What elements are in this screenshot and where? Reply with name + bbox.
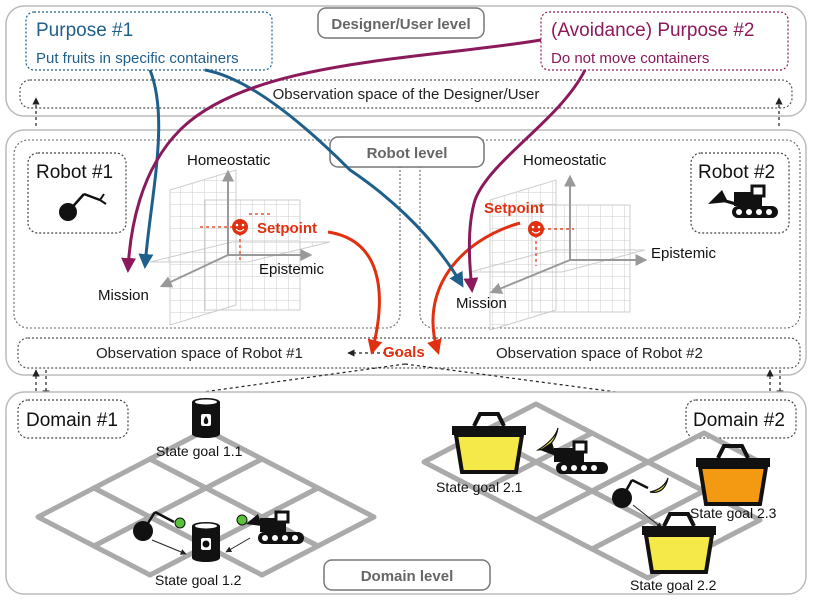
robot-2-setpoint-label: Setpoint [484, 200, 544, 217]
robot-arm-icon [59, 192, 107, 221]
robot-1-mission-label: Mission [98, 287, 149, 304]
state-goal-1-2-label: State goal 1.2 [155, 572, 242, 588]
designer-robot-links [32, 97, 783, 126]
robot-arm-icon [133, 510, 186, 541]
barrel-icon [192, 522, 220, 562]
purpose-2-box [540, 11, 789, 71]
robot-2-label: Robot #2 [698, 162, 775, 183]
designer-observation-box [19, 79, 793, 109]
designer-level-label: Designer/User level [331, 16, 470, 33]
domain-2-box [685, 399, 797, 439]
robot-domain-links [32, 369, 784, 398]
robot-1-box [27, 152, 127, 234]
state-goal-1-1-label: State goal 1.1 [156, 443, 243, 459]
robot-1-goal-space [149, 169, 331, 326]
robot-2-epistemic-label: Epistemic [651, 245, 717, 262]
domain-1-grid [35, 427, 377, 578]
bulldozer-icon [708, 184, 778, 218]
state-2-arrow [632, 504, 663, 529]
state-goal-2-3-label: State goal 2.3 [690, 505, 777, 521]
robot-2-homeostatic-label: Homeostatic [523, 152, 607, 169]
purpose-1-box [25, 11, 273, 71]
robot-arm-icon [612, 477, 669, 508]
purpose-1-to-robot-2-arrow [204, 68, 464, 288]
robot-2-observation-label: Observation space of Robot #2 [496, 345, 703, 362]
setpoint-1-icon [232, 219, 248, 235]
domain-2-label: Domain #2 [693, 410, 785, 431]
barrel-icon [192, 398, 220, 438]
robot-1-homeostatic-label: Homeostatic [187, 152, 271, 169]
basket-icon [452, 412, 526, 474]
designer-level-tag [317, 7, 485, 39]
domain-1-box [17, 399, 129, 439]
basket-icon [696, 444, 770, 506]
state-goal-2-1-label: State goal 2.1 [436, 479, 523, 495]
state-1-2-arrows [151, 537, 251, 555]
robot-1-epistemic-label: Epistemic [259, 261, 325, 278]
robot-1-observation-label: Observation space of Robot #1 [96, 345, 303, 362]
robot-1-setpoint-label: Setpoint [257, 220, 317, 237]
purpose-2-to-robot-2-arrow [463, 69, 587, 293]
goals-label: Goals [383, 344, 425, 361]
designer-observation-label: Observation space of the Designer/User [273, 86, 540, 103]
state-goal-2-2-label: State goal 2.2 [630, 577, 717, 593]
domain-level-tag [323, 559, 491, 591]
domain-level-label: Domain level [361, 568, 454, 585]
robot-2-mission-label: Mission [456, 295, 507, 312]
robot-2-goal-space [469, 174, 648, 331]
bulldozer-icon [236, 510, 304, 544]
setpoint-2-to-goals-arrow [427, 221, 521, 355]
setpoint-2-icon [528, 221, 544, 237]
purpose-2-text: Do not move containers [551, 50, 709, 67]
purpose-1-text: Put fruits in specific containers [36, 50, 239, 67]
robot-level-label: Robot level [367, 145, 448, 162]
purpose-2-to-robot-1-arrow [121, 38, 542, 273]
robot-observation-box [17, 337, 801, 369]
setpoint-1-to-goals-arrow [327, 230, 383, 355]
domain-1-label: Domain #1 [26, 410, 118, 431]
bulldozer-icon [540, 440, 608, 474]
robot-1-label: Robot #1 [36, 162, 113, 183]
basket-icon [642, 512, 716, 574]
purpose-2-title: (Avoidance) Purpose #2 [551, 20, 755, 41]
purpose-1-title: Purpose #1 [36, 20, 133, 41]
